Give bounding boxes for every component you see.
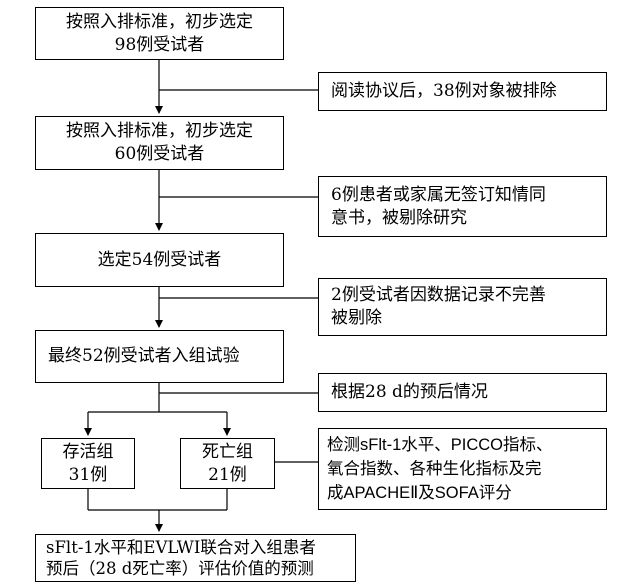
step2-line2: 60例受试者 bbox=[114, 144, 205, 164]
step2-line1: 按照入排标准，初步选定 bbox=[66, 121, 253, 141]
step3-box: 选定54例受试者 bbox=[35, 233, 284, 287]
exclusion3-line2: 被剔除 bbox=[331, 308, 382, 328]
conclusion-line1: sFlt-1水平和EVLWI联合对入组患者 bbox=[46, 538, 316, 557]
prognosis-note-box: 根据28 d的预后情况 bbox=[318, 373, 607, 412]
step1-line1: 按照入排标准，初步选定 bbox=[66, 11, 253, 32]
detection-note-box: 检测sFlt-1水平、PICCO指标、 氧合指数、各种生化指标及完 成APACH… bbox=[318, 428, 607, 510]
exclusion2-box: 6例患者或家属无签订知情同 意书，被剔除研究 bbox=[318, 176, 607, 237]
step2-box: 按照入排标准，初步选定 60例受试者 bbox=[35, 116, 284, 170]
death-group-name: 死亡组 bbox=[202, 441, 253, 462]
death-group-box: 死亡组 21例 bbox=[180, 438, 275, 489]
detection-note-line2: 氧合指数、各种生化指标及完 bbox=[327, 460, 542, 478]
exclusion1-box: 阅读协议后，38例对象被排除 bbox=[318, 72, 607, 111]
detection-note-line3: 成APACHEⅡ及SOFA评分 bbox=[327, 484, 512, 502]
exclusion3-box: 2例受试者因数据记录不完善 被剔除 bbox=[318, 278, 607, 336]
survival-group-box: 存活组 31例 bbox=[41, 438, 135, 489]
step1-line2: 98例受试者 bbox=[114, 34, 205, 55]
step4-box: 最终52例受试者入组试验 bbox=[35, 330, 284, 383]
exclusion2-line2: 意书，被剔除研究 bbox=[331, 207, 467, 228]
step3-line1: 选定54例受试者 bbox=[97, 249, 222, 270]
survival-group-name: 存活组 bbox=[62, 441, 114, 462]
exclusion3-line1: 2例受试者因数据记录不完善 bbox=[331, 285, 546, 305]
detection-note-line1: 检测sFlt-1水平、PICCO指标、 bbox=[327, 436, 553, 454]
step4-line1: 最终52例受试者入组试验 bbox=[48, 346, 240, 366]
survival-group-count: 31例 bbox=[68, 464, 108, 485]
prognosis-note-line1: 根据28 d的预后情况 bbox=[331, 382, 488, 402]
conclusion-line2: 预后（28 d死亡率）评估价值的预测 bbox=[46, 559, 314, 578]
death-group-count: 21例 bbox=[208, 464, 247, 485]
conclusion-box: sFlt-1水平和EVLWI联合对入组患者 预后（28 d死亡率）评估价值的预测 bbox=[35, 534, 356, 582]
step1-box: 按照入排标准，初步选定 98例受试者 bbox=[35, 7, 284, 60]
exclusion1-line1: 阅读协议后，38例对象被排除 bbox=[331, 81, 557, 101]
exclusion2-line1: 6例患者或家属无签订知情同 bbox=[331, 184, 546, 205]
